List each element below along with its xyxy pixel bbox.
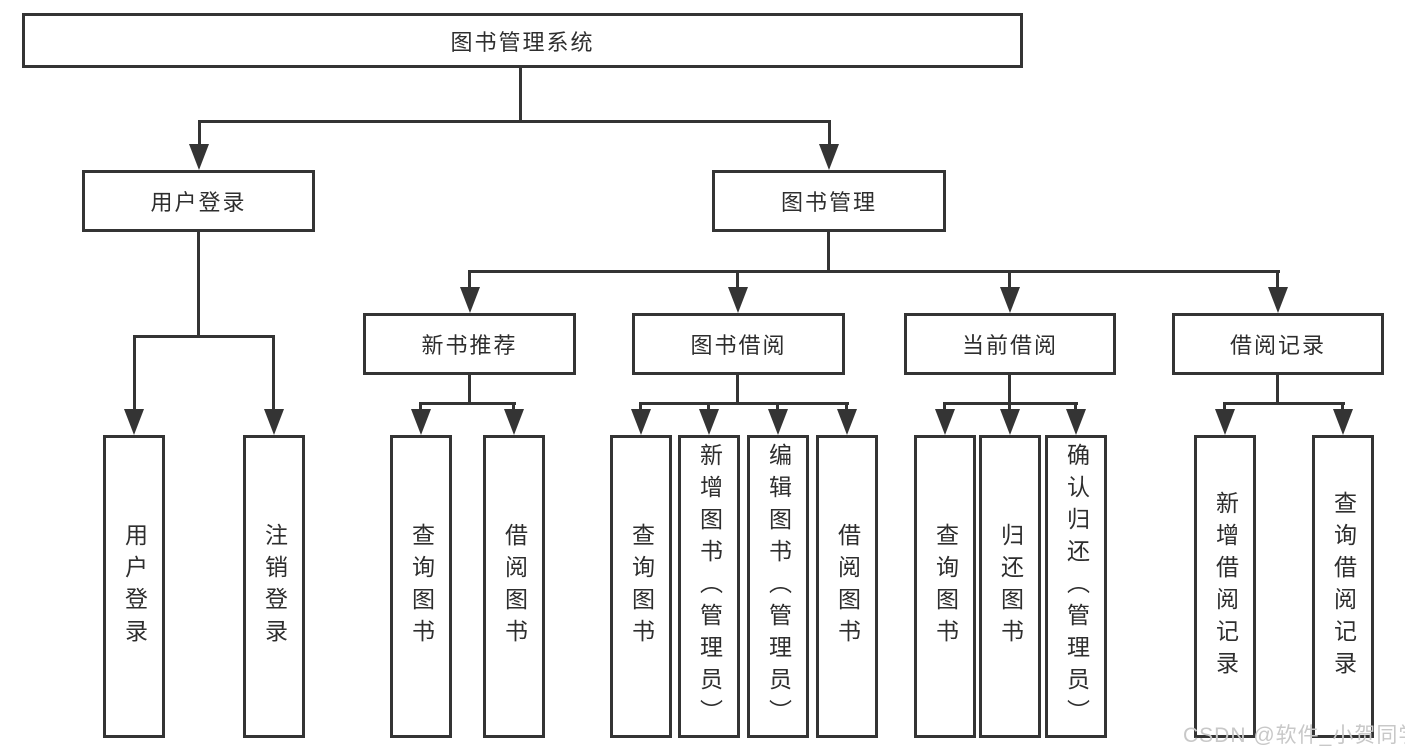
node-label: 图书管理 xyxy=(780,190,877,215)
connector-line xyxy=(133,335,275,338)
arrowhead-down-icon xyxy=(768,409,788,435)
leaf-query-books-current: 查询图书 xyxy=(914,435,976,738)
leaf-borrow-books-rec: 借阅图书 xyxy=(483,435,545,738)
arrowhead-down-icon xyxy=(699,409,719,435)
connector-line xyxy=(1008,270,1011,292)
connector-line xyxy=(736,270,739,292)
node-label: 当前借阅 xyxy=(961,333,1058,358)
node-label: 注销登录 xyxy=(261,522,288,651)
connector-line xyxy=(776,402,779,414)
leaf-return-books: 归还图书 xyxy=(979,435,1041,738)
connector-line xyxy=(1276,270,1279,292)
arrowhead-down-icon xyxy=(460,287,480,313)
node-label: 新增图书（管理员） xyxy=(696,442,723,731)
connector-line xyxy=(519,68,522,122)
connector-line xyxy=(707,402,710,414)
arrowhead-down-icon xyxy=(1000,287,1020,313)
leaf-confirm-return-admin: 确认归还（管理员） xyxy=(1045,435,1107,738)
connector-line xyxy=(419,402,422,414)
connector-line xyxy=(468,375,471,405)
arrowhead-down-icon xyxy=(504,409,524,435)
connector-line xyxy=(198,120,201,146)
node-label: 查询图书 xyxy=(628,522,655,651)
leaf-borrow-books: 借阅图书 xyxy=(816,435,878,738)
arrowhead-down-icon xyxy=(1268,287,1288,313)
connector-line xyxy=(469,270,1280,273)
arrowhead-down-icon xyxy=(189,144,209,170)
connector-line xyxy=(827,232,830,273)
connector-line xyxy=(468,270,471,292)
node-label: 归还图书 xyxy=(997,522,1024,651)
node-label: 借阅图书 xyxy=(501,522,528,651)
arrowhead-down-icon xyxy=(837,409,857,435)
connector-line xyxy=(420,402,516,405)
connector-line xyxy=(1008,402,1011,414)
leaf-query-books-rec: 查询图书 xyxy=(390,435,452,738)
node-new-book-recommendation: 新书推荐 xyxy=(363,313,576,375)
connector-line xyxy=(512,402,515,414)
node-label: 用户登录 xyxy=(121,522,148,651)
node-label: 确认归还（管理员） xyxy=(1063,442,1090,731)
arrowhead-down-icon xyxy=(631,409,651,435)
connector-line xyxy=(828,120,831,146)
node-label: 图书借阅 xyxy=(690,333,787,358)
connector-line xyxy=(639,402,642,414)
connector-line xyxy=(198,120,831,123)
node-label: 图书管理系统 xyxy=(450,29,595,55)
connector-line xyxy=(736,375,739,405)
watermark: CSDN @软件_小贺同学 xyxy=(1183,724,1405,747)
leaf-add-books-admin: 新增图书（管理员） xyxy=(678,435,740,738)
node-label: 编辑图书（管理员） xyxy=(765,442,792,731)
node-label: 新增借阅记录 xyxy=(1212,490,1239,683)
node-label: 查询图书 xyxy=(932,522,959,651)
leaf-add-borrow-record: 新增借阅记录 xyxy=(1194,435,1256,738)
arrowhead-down-icon xyxy=(1066,409,1086,435)
node-label: 新书推荐 xyxy=(421,333,518,358)
node-label: 查询借阅记录 xyxy=(1330,490,1357,683)
leaf-user-login: 用户登录 xyxy=(103,435,165,738)
arrowhead-down-icon xyxy=(124,409,144,435)
node-label: 查询图书 xyxy=(408,522,435,651)
node-label: 用户登录 xyxy=(150,190,247,215)
connector-line xyxy=(639,402,849,405)
arrowhead-down-icon xyxy=(1215,409,1235,435)
arrowhead-down-icon xyxy=(819,144,839,170)
connector-line xyxy=(133,335,136,411)
leaf-query-books-borrow: 查询图书 xyxy=(610,435,672,738)
connector-line xyxy=(1223,402,1226,414)
arrowhead-down-icon xyxy=(1000,409,1020,435)
connector-line xyxy=(1341,402,1344,414)
node-book-management: 图书管理 xyxy=(712,170,946,232)
connector-line xyxy=(943,402,946,414)
leaf-query-borrow-record: 查询借阅记录 xyxy=(1312,435,1374,738)
node-user-login: 用户登录 xyxy=(82,170,315,232)
node-label: 借阅图书 xyxy=(834,522,861,651)
node-borrowing-records: 借阅记录 xyxy=(1172,313,1384,375)
leaf-edit-books-admin: 编辑图书（管理员） xyxy=(747,435,809,738)
leaf-logout: 注销登录 xyxy=(243,435,305,738)
arrowhead-down-icon xyxy=(728,287,748,313)
connector-line xyxy=(1074,402,1077,414)
connector-line xyxy=(1276,375,1279,405)
node-book-management-system: 图书管理系统 xyxy=(22,13,1023,68)
node-label: 借阅记录 xyxy=(1229,333,1326,358)
connector-line xyxy=(1008,375,1011,405)
connector-line xyxy=(845,402,848,414)
node-current-borrowing: 当前借阅 xyxy=(904,313,1116,375)
node-book-borrowing: 图书借阅 xyxy=(632,313,845,375)
arrowhead-down-icon xyxy=(935,409,955,435)
connector-line xyxy=(272,335,275,411)
connector-line xyxy=(1224,402,1345,405)
arrowhead-down-icon xyxy=(264,409,284,435)
connector-line xyxy=(197,232,200,338)
arrowhead-down-icon xyxy=(1333,409,1353,435)
arrowhead-down-icon xyxy=(411,409,431,435)
connector-line xyxy=(944,402,1078,405)
